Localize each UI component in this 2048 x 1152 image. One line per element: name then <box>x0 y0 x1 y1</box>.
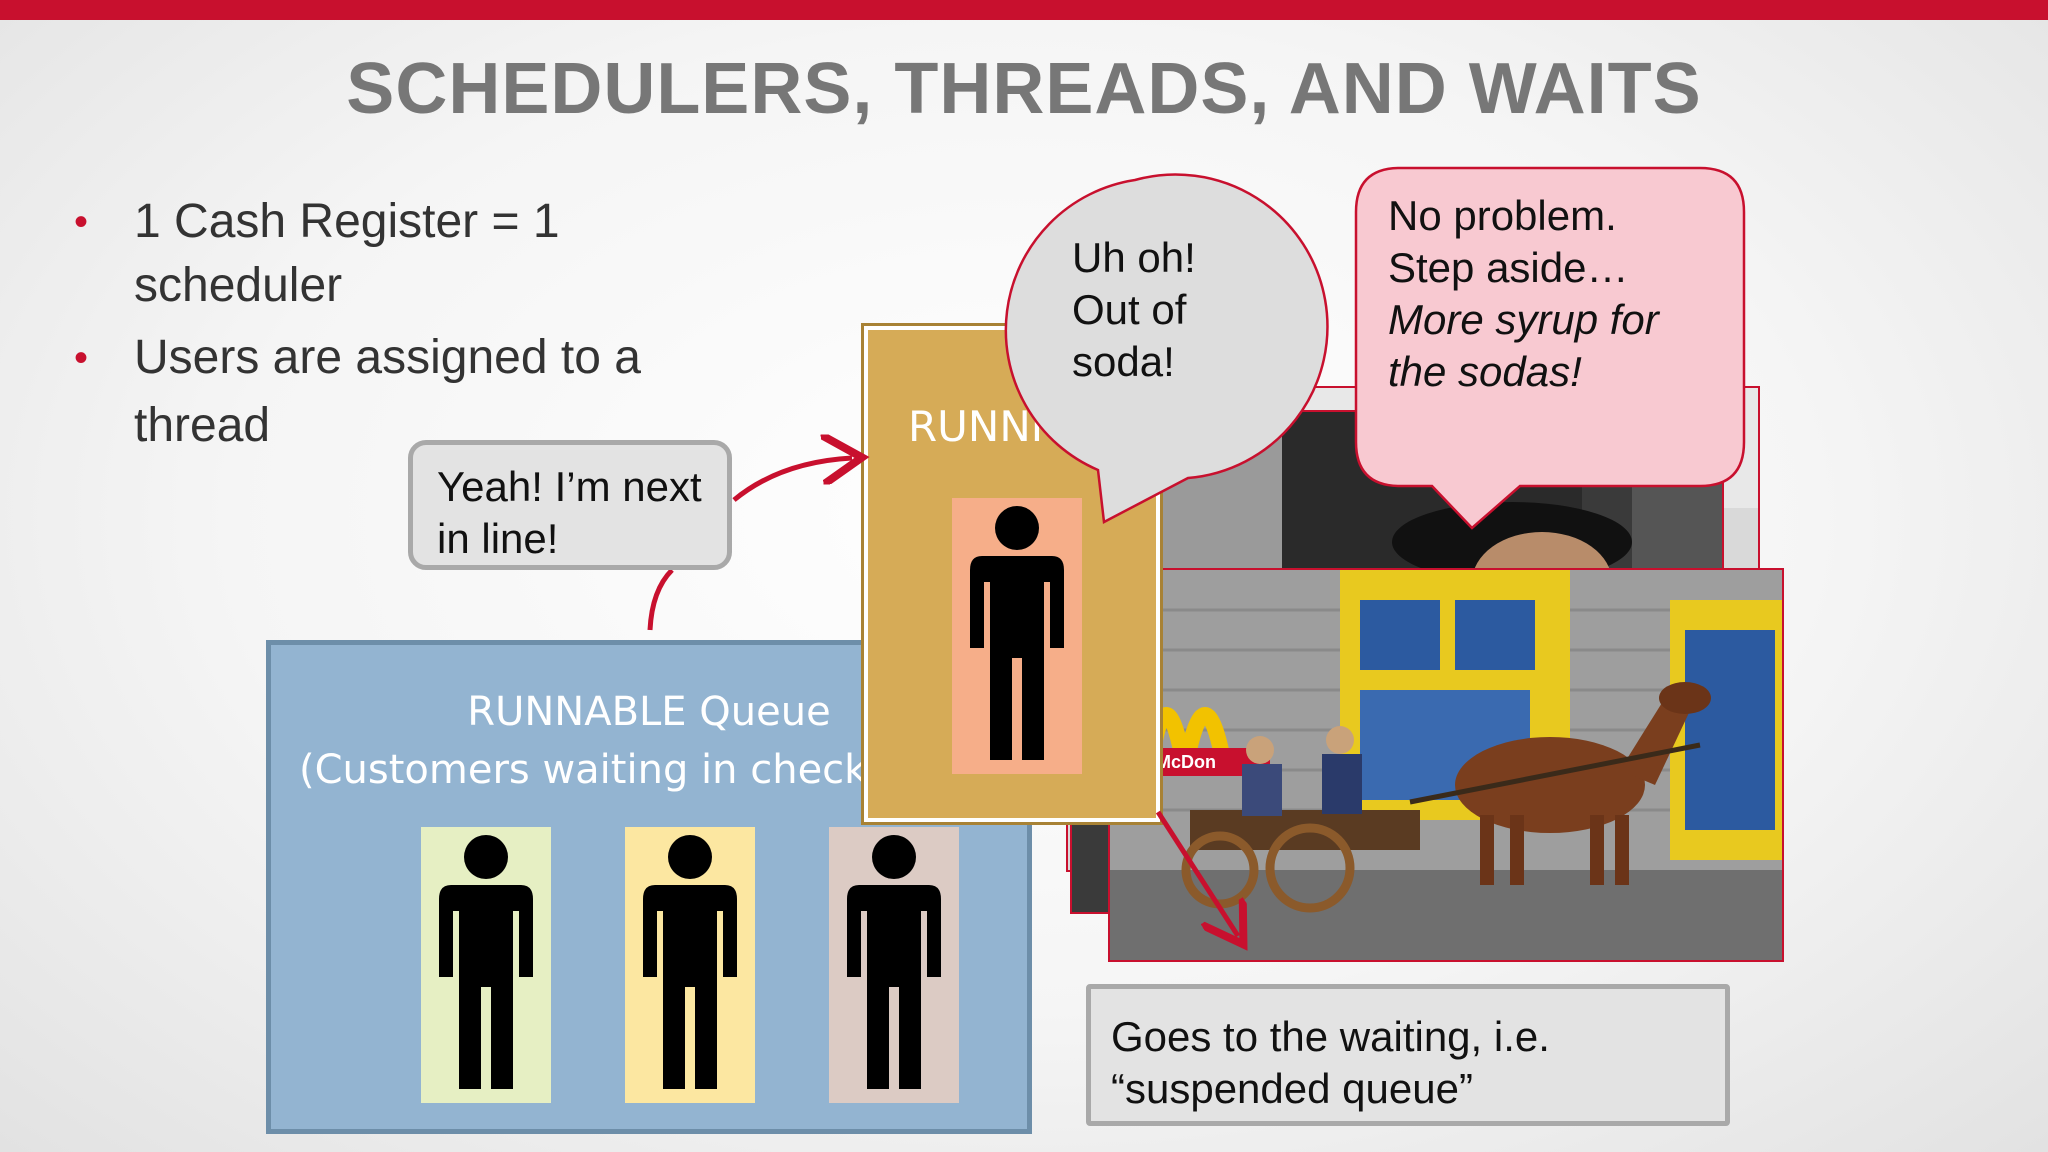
waiting-customer-3 <box>829 827 959 1103</box>
bullet-text: 1 Cash Register = 1 scheduler <box>134 195 560 312</box>
runnable-queue-title: RUNNABLE Queue <box>467 689 831 735</box>
person-icon <box>421 827 551 1103</box>
bullet-item: • 1 Cash Register = 1 scheduler <box>70 190 670 318</box>
arrow-to-running <box>732 458 852 502</box>
running-label: RUNNI <box>908 402 1044 451</box>
no-problem-bubble-text: No problem. Step aside… More syrup for t… <box>1388 190 1728 398</box>
bullet-list: • 1 Cash Register = 1 scheduler • Users … <box>70 190 670 460</box>
step-aside-line: Step aside… <box>1388 244 1629 291</box>
running-customer <box>952 498 1082 774</box>
next-in-line-callout: Yeah! I’m next in line! <box>408 440 732 570</box>
street-scene-image: McDon <box>1110 570 1782 960</box>
bullet-item: • Users are assigned to a thread <box>70 324 670 460</box>
mcdonalds-sign-text: McDon <box>1156 752 1216 772</box>
top-accent-bar <box>0 0 2048 20</box>
waiting-queue-callout: Goes to the waiting, i.e. “suspended que… <box>1086 984 1730 1126</box>
no-problem-line: No problem. <box>1388 192 1617 239</box>
mcdonalds-horse-photo: McDon <box>1108 568 1784 962</box>
person-icon <box>952 498 1082 774</box>
running-box: RUNNI <box>861 323 1163 825</box>
bullet-text: Users are assigned to a thread <box>134 331 641 452</box>
runnable-queue-subtitle: (Customers waiting in checko <box>299 747 891 793</box>
person-icon <box>829 827 959 1103</box>
arrow-queue-to-callout <box>647 568 674 631</box>
slide-title: SCHEDULERS, THREADS, AND WAITS <box>346 49 1702 129</box>
more-syrup-line: More syrup for the sodas! <box>1388 296 1659 395</box>
bullet-dot-icon: • <box>74 200 89 244</box>
waiting-customer-1 <box>421 827 551 1103</box>
person-icon <box>625 827 755 1103</box>
runnable-queue-box: RUNNABLE Queue (Customers waiting in che… <box>266 640 1032 1134</box>
soda-bubble-text: Uh oh! Out of soda! <box>1072 234 1196 385</box>
waiting-customer-2 <box>625 827 755 1103</box>
bullet-dot-icon: • <box>74 336 89 380</box>
